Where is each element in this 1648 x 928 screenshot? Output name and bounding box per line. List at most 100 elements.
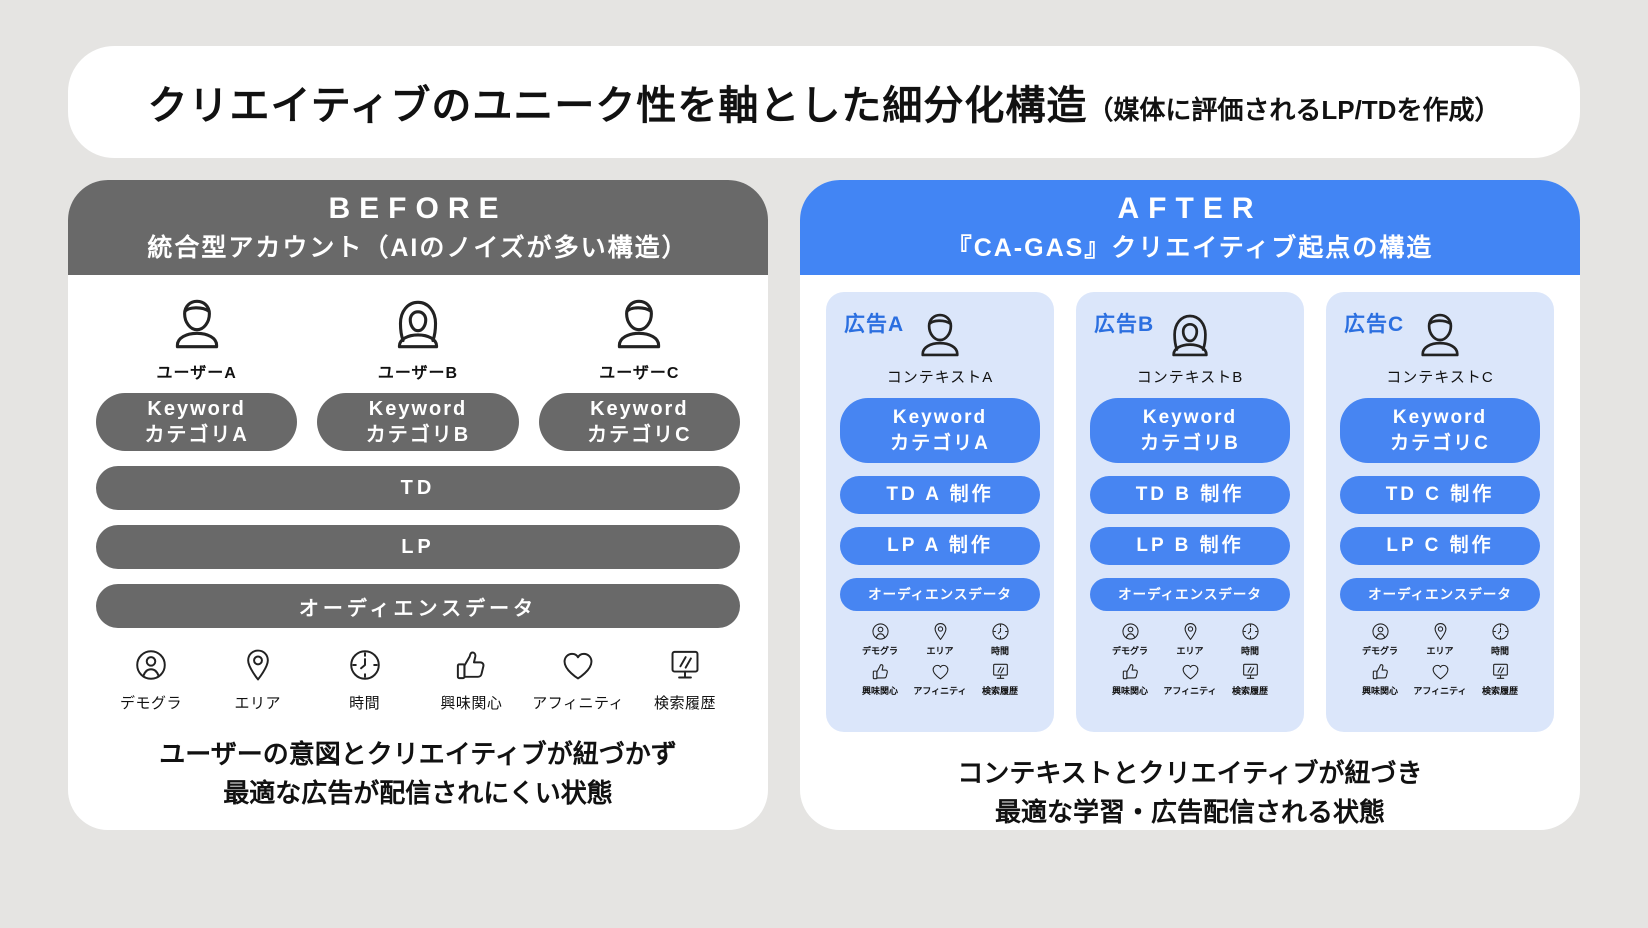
before-header-subtitle: 統合型アカウント（AIのノイズが多い構造） — [147, 233, 689, 262]
ad-column-a: 広告A コンテキストA Keyword カテゴリA TD A 制作 LP A 制… — [826, 292, 1054, 732]
context-a-label: コンテキストA — [886, 369, 994, 386]
user-label: ユーザーB — [377, 365, 459, 382]
before-caption-line2: 最適な広告が配信されにくい状態 — [223, 778, 613, 808]
keyword-line: Keyword — [1392, 407, 1488, 428]
mini-interest: 興味関心 — [1106, 660, 1154, 697]
user-female-icon — [1161, 306, 1219, 364]
demographics-icon — [1119, 620, 1142, 643]
mini-search-history: 検索履歴 — [1476, 660, 1524, 697]
page-title-main: クリエイティブのユニーク性を軸とした細分化構造 — [147, 84, 1088, 128]
after-columns: 広告A コンテキストA Keyword カテゴリA TD A 制作 LP A 制… — [826, 292, 1554, 732]
ad-c-label: 広告C — [1344, 313, 1405, 336]
mini-demographics: デモグラ — [856, 620, 904, 657]
mini-demographics: デモグラ — [1106, 620, 1154, 657]
before-body: ユーザーA ユーザーB ユーザーC Keyword カテゴリA Keyword — [68, 275, 768, 813]
time-icon — [1489, 620, 1512, 643]
mini-icons-row1: デモグラ エリア 時間 — [1090, 620, 1290, 657]
mini-label: 検索履歴 — [1481, 686, 1518, 697]
audience-data-c-button: オーディエンスデータ — [1340, 578, 1540, 612]
search-history-icon — [1239, 660, 1262, 683]
mini-label: デモグラ — [1361, 646, 1398, 657]
keyword-line: Keyword — [590, 398, 689, 420]
mini-label: 時間 — [1490, 646, 1509, 657]
before-user-b: ユーザーB — [317, 291, 518, 383]
time-icon — [1239, 620, 1262, 643]
keyword-category-b-button: Keyword カテゴリB — [1090, 398, 1290, 464]
mini-interest: 興味関心 — [856, 660, 904, 697]
before-header: BEFORE 統合型アカウント（AIのノイズが多い構造） — [68, 180, 768, 275]
ad-column-c: 広告C コンテキストC Keyword カテゴリC TD C 制作 LP C 制… — [1326, 292, 1554, 732]
mini-label: エリア — [1176, 646, 1204, 657]
mini-label: 興味関心 — [1361, 686, 1398, 697]
keyword-category-c-box: Keyword カテゴリC — [538, 393, 740, 451]
keyword-line: Keyword — [892, 407, 988, 428]
search-history-icon — [989, 660, 1012, 683]
interest-icon — [869, 660, 892, 683]
after-caption: コンテキストとクリエイティブが紐づき 最適な学習・広告配信される状態 — [826, 754, 1554, 830]
td-a-button: TD A 制作 — [840, 476, 1040, 515]
interest-icon — [1369, 660, 1392, 683]
page-title: クリエイティブのユニーク性を軸とした細分化構造（媒体に評価されるLP/TDを作成… — [148, 73, 1501, 131]
td-bar: TD — [96, 466, 740, 510]
area-icon — [929, 620, 952, 643]
interest-icon — [1119, 660, 1142, 683]
context-c-label: コンテキストC — [1386, 369, 1494, 386]
mini-label: アフィニティ — [1163, 686, 1217, 697]
mini-label: アフィニティ — [913, 686, 967, 697]
area-icon — [237, 644, 279, 686]
search-history-icon — [1489, 660, 1512, 683]
affinity-icon — [1429, 660, 1452, 683]
audience-label: 検索履歴 — [653, 695, 716, 712]
audience-label: アフィニティ — [532, 695, 625, 712]
mini-icons-row2: 興味関心 アフィニティ 検索履歴 — [1340, 660, 1540, 697]
after-caption-line2: 最適な学習・広告配信される状態 — [994, 797, 1385, 827]
time-icon — [344, 644, 386, 686]
keyword-line: Keyword — [368, 398, 468, 420]
after-header-subtitle: 『CA-GAS』クリエイティブ起点の構造 — [946, 233, 1434, 262]
time-icon — [989, 620, 1012, 643]
demographics-icon — [1369, 620, 1392, 643]
audience-affinity: アフィニティ — [529, 644, 627, 713]
keyword-line: カテゴリA — [144, 424, 249, 446]
page-title-sub: （媒体に評価されるLP/TDを作成） — [1087, 95, 1501, 125]
audience-interest: 興味関心 — [422, 644, 520, 713]
audience-data-b-button: オーディエンスデータ — [1090, 578, 1290, 612]
mini-label: 時間 — [990, 646, 1009, 657]
mini-label: エリア — [926, 646, 954, 657]
audience-label: 興味関心 — [440, 695, 503, 712]
title-card: クリエイティブのユニーク性を軸とした細分化構造（媒体に評価されるLP/TDを作成… — [68, 46, 1580, 158]
before-header-label: BEFORE — [328, 191, 508, 225]
before-caption: ユーザーの意図とクリエイティブが紐づかず 最適な広告が配信されにくい状態 — [96, 735, 740, 813]
td-c-button: TD C 制作 — [1340, 476, 1540, 515]
mini-label: エリア — [1426, 646, 1454, 657]
audience-data-a-button: オーディエンスデータ — [840, 578, 1040, 612]
user-male-icon — [164, 291, 230, 357]
user-label: ユーザーC — [599, 365, 680, 382]
before-users-row: ユーザーA ユーザーB ユーザーC — [96, 291, 740, 383]
after-header: AFTER 『CA-GAS』クリエイティブ起点の構造 — [800, 180, 1580, 275]
affinity-icon — [929, 660, 952, 683]
mini-icons-row1: デモグラ エリア 時間 — [1340, 620, 1540, 657]
before-user-a: ユーザーA — [96, 291, 297, 383]
mini-icons-row2: 興味関心 アフィニティ 検索履歴 — [840, 660, 1040, 697]
keyword-line: カテゴリC — [587, 424, 692, 446]
audience-area: エリア — [209, 644, 307, 713]
keyword-line: カテゴリB — [365, 424, 471, 446]
before-audience-icons-row: デモグラ エリア 時間 興味関心 アフィニティ — [96, 644, 740, 713]
after-header-label: AFTER — [1117, 191, 1263, 225]
mini-time: 時間 — [1476, 620, 1524, 657]
mini-time: 時間 — [1226, 620, 1274, 657]
ad-column-b: 広告B コンテキストB Keyword カテゴリB TD B 制作 LP B 制… — [1076, 292, 1304, 732]
audience-demographics: デモグラ — [102, 644, 200, 713]
mini-label: 興味関心 — [861, 686, 898, 697]
mini-area: エリア — [916, 620, 964, 657]
mini-label: 興味関心 — [1111, 686, 1148, 697]
td-b-button: TD B 制作 — [1090, 476, 1290, 515]
area-icon — [1179, 620, 1202, 643]
after-panel: AFTER 『CA-GAS』クリエイティブ起点の構造 広告A コンテキストA K… — [800, 180, 1580, 830]
ad-b-label: 広告B — [1094, 313, 1155, 336]
after-body: 広告A コンテキストA Keyword カテゴリA TD A 制作 LP A 制… — [800, 275, 1580, 830]
search-history-icon — [664, 644, 706, 686]
user-female-icon — [385, 291, 451, 357]
mini-label: デモグラ — [1111, 646, 1148, 657]
